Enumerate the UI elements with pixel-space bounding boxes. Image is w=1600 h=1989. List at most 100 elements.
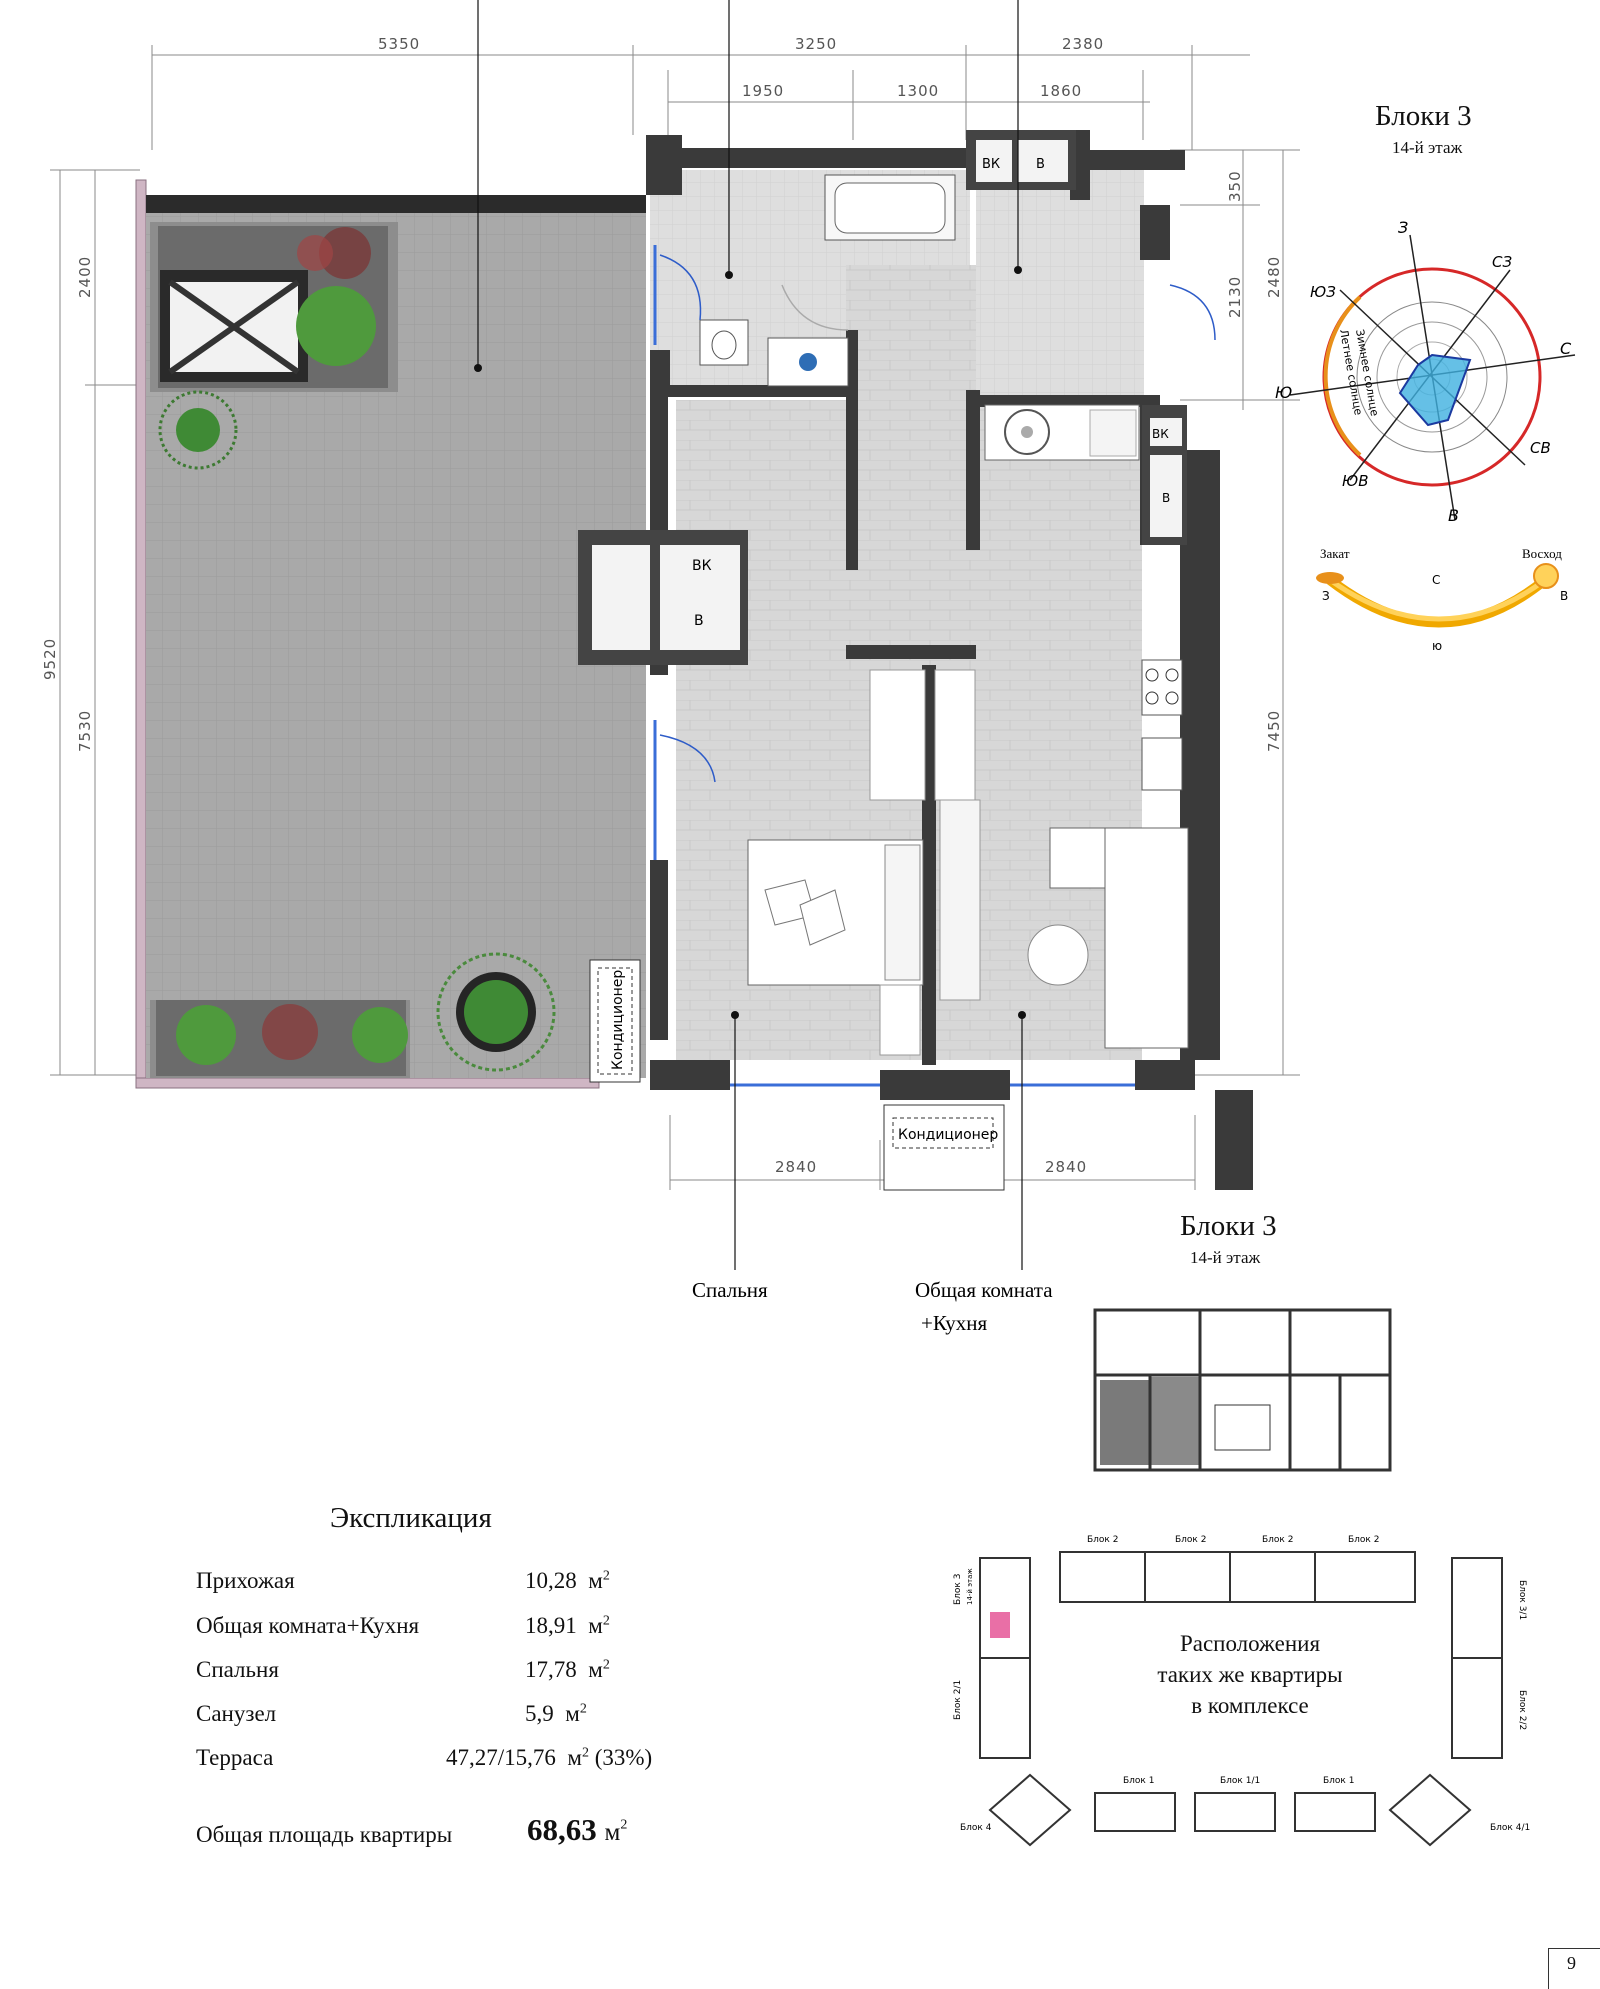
room-label-living-2: +Кухня: [921, 1311, 988, 1335]
washbasin: [767, 337, 849, 387]
label-b11: Блок 1/1: [1220, 1776, 1260, 1786]
expl-value-hall: 10,28 м2: [525, 1568, 610, 1593]
bathtub: [824, 174, 956, 241]
dim-top-3: 2380: [1062, 35, 1104, 53]
dim-left-bottom: 7530: [76, 710, 94, 752]
block-4: [988, 1773, 1472, 1847]
label-b31: Блок 3/1: [1517, 1580, 1527, 1620]
planter-bottom: [156, 1000, 408, 1076]
doors: [659, 254, 1216, 783]
leader-lines: [477, 0, 1023, 1270]
dim-top-inner-3: 1860: [1040, 82, 1082, 100]
label-b3: Блок 3: [953, 1574, 963, 1605]
explication-title: Экспликация: [330, 1502, 492, 1534]
windows: [653, 245, 1135, 1087]
cabinet-living: [939, 799, 981, 1001]
compass-se: СВ: [1530, 439, 1551, 457]
room-label-bedroom: Спальня: [692, 1278, 768, 1302]
label-b41: Блок 4/1: [1490, 1823, 1530, 1833]
block-2-row: [1059, 1551, 1416, 1603]
shaft-left-vk: ВК: [692, 558, 712, 574]
expl-row-living: Общая комната+Кухня: [196, 1613, 420, 1638]
label-b3-floor: 14-й этаж: [966, 1568, 974, 1605]
compass-rose: З СЗ С СВ В ЮВ Ю ЮЗ Летнее солнце Зимнее…: [1275, 218, 1576, 525]
block-3-column: [979, 1557, 1031, 1759]
dim-top-inner-1: 1950: [742, 82, 784, 100]
block-1-row: [1094, 1792, 1376, 1832]
conditioner-left-label: Кондиционер: [610, 970, 626, 1070]
page-number-box: 9: [1548, 1948, 1600, 1989]
desk: [879, 984, 921, 1056]
room-label-living: Общая комната: [915, 1278, 1053, 1302]
label-b22: Блок 2/2: [1517, 1690, 1527, 1730]
shaft-left-v: В: [694, 613, 704, 629]
label-b2-4: Блок 2: [1348, 1535, 1379, 1545]
label-b1-1: Блок 1: [1123, 1776, 1154, 1786]
complex-caption-2: таких же квартиры: [1157, 1662, 1343, 1687]
label-b1-2: Блок 1: [1323, 1776, 1354, 1786]
dim-left-total: 9520: [41, 638, 59, 680]
expl-row-terrace: Терраса: [196, 1745, 274, 1770]
toilet: [699, 319, 749, 366]
compass-floor: 14-й этаж: [1392, 138, 1463, 157]
dim-bottom-1: 2840: [775, 1158, 817, 1176]
keyplan-drawing: [1093, 1308, 1392, 1472]
compass-s: В: [1448, 506, 1459, 525]
dimension-right: [1170, 149, 1300, 1076]
page-number: 9: [1567, 1953, 1576, 1973]
block-31-column: [1451, 1557, 1503, 1759]
complex-caption-1: Расположения: [1179, 1631, 1321, 1656]
expl-total-label: Общая площадь квартиры: [196, 1822, 453, 1847]
label-b4: Блок 4: [960, 1823, 992, 1833]
highlighted-apartment: [990, 1612, 1010, 1638]
dim-right-1: 350: [1226, 170, 1244, 202]
expl-row-hall: Прихожая: [196, 1568, 295, 1594]
conditioner-bottom-label: Кондиционер: [898, 1127, 998, 1143]
sun-sunset: Закат: [1320, 546, 1350, 561]
shaft-top: [966, 130, 1076, 190]
expl-name: Прихожая: [196, 1568, 295, 1593]
dimension-left: [50, 169, 140, 1076]
label-b2-3: Блок 2: [1262, 1535, 1293, 1545]
label-b2-1: Блок 2: [1087, 1535, 1118, 1545]
sun-w: З: [1322, 589, 1330, 603]
sun-e: В: [1560, 589, 1568, 603]
dim-right-3: 2480: [1265, 256, 1283, 298]
sun-path: Закат Восход З С В ю: [1316, 546, 1568, 653]
compass-ne: СЗ: [1492, 253, 1512, 271]
sun-n: С: [1432, 573, 1440, 587]
compass-nw: ЮЗ: [1310, 283, 1336, 301]
complex-site-plan: Блок 2 Блок 2 Блок 2 Блок 2 Блок 3 14-й …: [953, 1535, 1530, 1847]
dim-top-1: 5350: [378, 35, 420, 53]
dim-bottom-2: 2840: [1045, 1158, 1087, 1176]
dim-top-inner-2: 1300: [897, 82, 939, 100]
keyplan-title: Блоки 3: [1180, 1210, 1277, 1242]
tree-planter-1: [158, 390, 238, 470]
expl-total-value: 68,63 м2: [527, 1812, 628, 1847]
shaft-right-v: В: [1162, 491, 1170, 505]
shaft-left: [578, 530, 748, 665]
sofa: [1049, 827, 1189, 1049]
planter-skylight: [158, 226, 388, 388]
shaft-right: [1142, 405, 1187, 545]
expl-value-bathroom: 5,9 м2: [525, 1701, 587, 1726]
round-table: [1027, 924, 1089, 986]
wardrobe-2: [934, 669, 976, 801]
keyplan-floor: 14-й этаж: [1190, 1248, 1261, 1267]
expl-row-bathroom: Санузел: [196, 1701, 277, 1726]
shaft-top-vk: ВК: [982, 157, 1000, 172]
kitchen-counter: [984, 404, 1183, 791]
expl-value-living: 18,91 м2: [525, 1613, 610, 1638]
bed: [747, 839, 924, 986]
wardrobe: [869, 669, 926, 801]
compass-e: С: [1560, 339, 1572, 358]
tree-planter-2: [436, 952, 556, 1072]
label-b2-2: Блок 2: [1175, 1535, 1206, 1545]
compass-w: Ю: [1275, 383, 1292, 402]
complex-caption-3: в комплексе: [1191, 1693, 1309, 1718]
label-b21: Блок 2/1: [953, 1680, 963, 1720]
expl-row-bedroom: Спальня: [196, 1657, 279, 1682]
conditioner-left: [589, 959, 641, 1083]
complex-caption: Расположения таких же квартиры в комплек…: [1080, 1628, 1420, 1721]
